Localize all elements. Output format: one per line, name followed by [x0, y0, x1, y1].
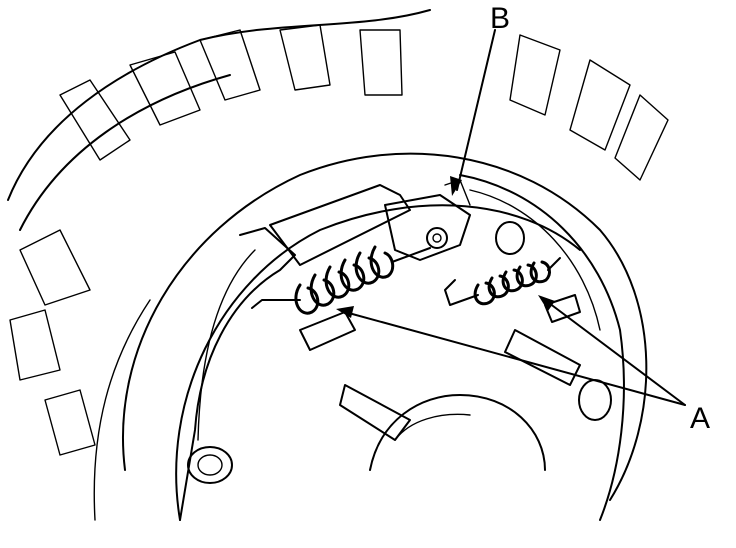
adjuster-plate — [269, 179, 471, 266]
backing-plate — [7, 9, 669, 456]
brake-shoe-right — [459, 174, 625, 521]
callout-label-b: B — [490, 2, 511, 35]
leader-a — [336, 295, 686, 406]
return-spring-left — [251, 245, 431, 315]
leader-b — [450, 29, 496, 196]
callout-label-a: A — [690, 402, 711, 435]
shield-ring — [93, 152, 648, 521]
brake-shoe-left — [179, 227, 296, 521]
return-spring-right — [444, 257, 561, 306]
hub-assembly — [187, 221, 612, 484]
